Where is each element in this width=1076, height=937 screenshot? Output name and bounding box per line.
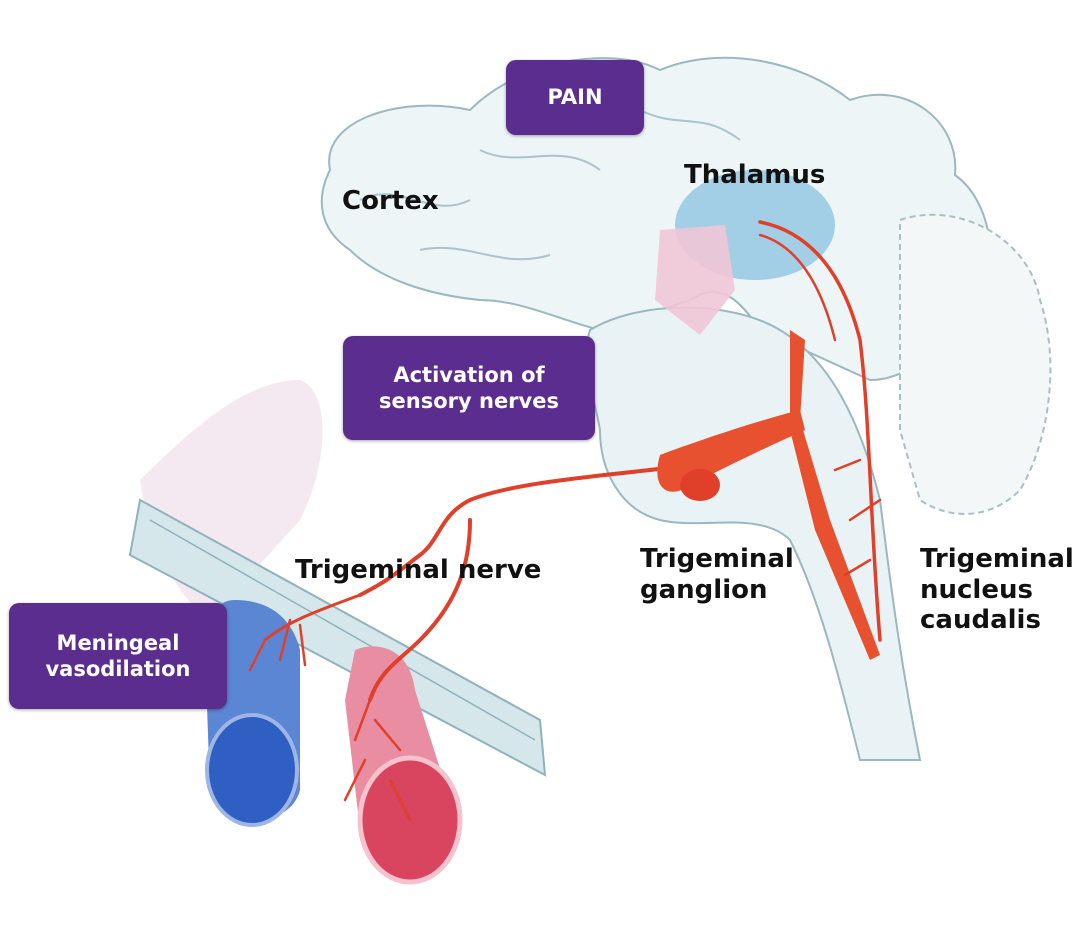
meningeal-vasodilation-box: Meningeal vasodilation (9, 603, 227, 709)
trigeminal-nucleus-line1: Trigeminal (920, 544, 1074, 575)
cortex-label: Cortex (342, 186, 439, 217)
meningeal-box-line2: vasodilation (45, 656, 190, 682)
meningeal-box-line1: Meningeal (45, 630, 190, 656)
trigeminal-nucleus-caudalis-label: Trigeminal nucleus caudalis (920, 544, 1074, 636)
trigeminal-nucleus-line3: caudalis (920, 605, 1074, 636)
thalamus-label: Thalamus (684, 160, 825, 191)
activation-of-sensory-nerves-box: Activation of sensory nerves (343, 336, 595, 440)
trigeminal-ganglion-line1: Trigeminal (640, 544, 794, 575)
cerebellum (900, 215, 1050, 514)
pain-box-text: PAIN (547, 84, 602, 110)
pain-box: PAIN (506, 60, 644, 135)
trigeminal-nucleus-line2: nucleus (920, 575, 1074, 606)
activation-box-line1: Activation of (379, 362, 559, 388)
trigeminal-ganglion-label: Trigeminal ganglion (640, 544, 794, 605)
trigeminal-nerve-label: Trigeminal nerve (295, 555, 541, 586)
trigeminal-ganglion-line2: ganglion (640, 575, 794, 606)
activation-box-line2: sensory nerves (379, 388, 559, 414)
